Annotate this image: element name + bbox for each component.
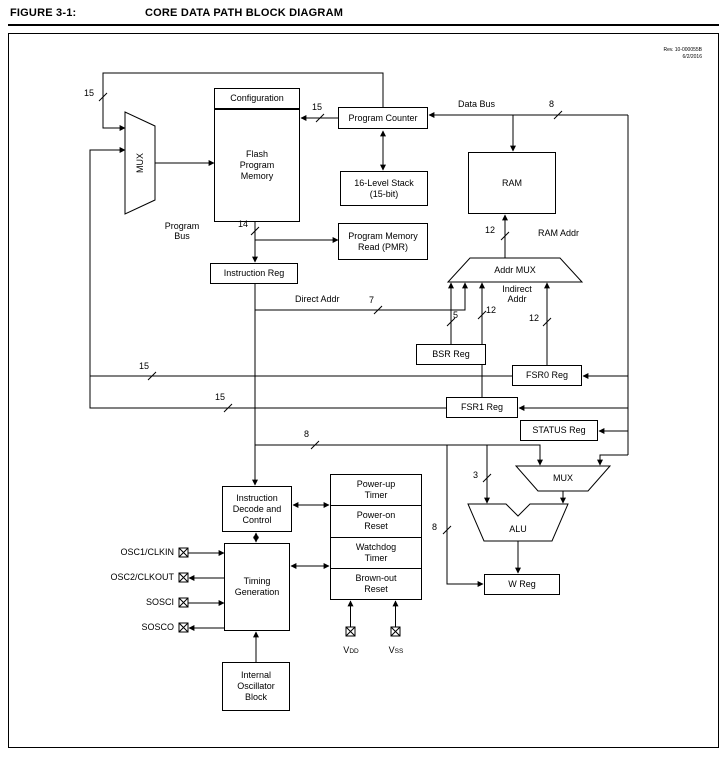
pin-vss-icon <box>390 626 401 637</box>
indirect-addr-label: Indirect Addr <box>502 284 532 304</box>
revision-date: 6/2/2016 <box>682 53 702 60</box>
w-reg-block: W Reg <box>484 574 560 595</box>
bus-width-bsr: 5 <box>453 310 459 320</box>
bus-width-data-bus: 8 <box>549 99 555 109</box>
pin-sosci-icon <box>178 597 189 608</box>
bus-width-ram-addr: 12 <box>485 225 496 235</box>
header-rule <box>8 24 719 26</box>
bus-width-slashes <box>98 92 563 535</box>
figure-title: CORE DATA PATH BLOCK DIAGRAM <box>145 7 344 19</box>
bus-width-direct: 7 <box>369 295 375 305</box>
pin-symbols <box>178 547 401 637</box>
bus-width-alu-bus: 8 <box>304 429 310 439</box>
mux-right-shape <box>514 465 612 492</box>
addr-mux-shape <box>446 257 584 283</box>
program-counter-block: Program Counter <box>338 107 428 129</box>
sosco-pin-label: SOSCO <box>141 622 174 632</box>
flash-program-memory-block: Flash Program Memory <box>214 109 300 222</box>
power-reset-block: Power-up Timer Power-on Reset Watchdog T… <box>330 474 422 600</box>
revision-note: Rev. 10-000055B 6/2/2016 <box>590 47 702 60</box>
vss-pin-label: VSS <box>388 645 404 655</box>
figure-label: FIGURE 3-1: <box>10 7 77 19</box>
bus-width-pc-flash: 15 <box>312 102 323 112</box>
brown-out-reset-cell: Brown-out Reset <box>355 572 397 594</box>
bus-width-pc-top: 15 <box>84 88 95 98</box>
osc2-pin-label: OSC2/CLKOUT <box>110 572 174 582</box>
program-bus-label: Program Bus <box>164 221 200 241</box>
pin-sosco-icon <box>178 622 189 633</box>
bus-width-fsr1-mux: 15 <box>215 392 226 402</box>
diagram-frame <box>8 33 719 748</box>
alu-label: ALU <box>509 524 527 534</box>
status-reg-block: STATUS Reg <box>520 420 598 441</box>
addr-mux-label: Addr MUX <box>494 265 536 275</box>
internal-oscillator-block: Internal Oscillator Block <box>222 662 290 711</box>
stack-block: 16-Level Stack (15-bit) <box>340 171 428 206</box>
pin-vdd-icon <box>345 626 356 637</box>
alu-shape <box>467 503 569 542</box>
timing-generation-block: Timing Generation <box>224 543 290 631</box>
bus-width-indirect-fsr0: 12 <box>529 313 540 323</box>
power-on-reset-cell: Power-on Reset <box>331 506 421 538</box>
ram-addr-label: RAM Addr <box>538 228 580 238</box>
bus-width-status-alu: 3 <box>473 470 479 480</box>
pin-osc2-icon <box>178 572 189 583</box>
bus-width-program-bus: 14 <box>238 219 249 229</box>
sosci-pin-label: SOSCI <box>145 597 174 607</box>
watchdog-timer-cell: Watchdog Timer <box>331 538 421 569</box>
power-up-timer-cell: Power-up Timer <box>331 475 421 507</box>
instruction-decode-block: Instruction Decode and Control <box>222 486 292 532</box>
mux-left-shape <box>124 111 156 215</box>
pin-osc1-icon <box>178 547 189 558</box>
connector-lines <box>89 72 629 662</box>
vdd-pin-label: VDD <box>343 645 359 655</box>
direct-addr-label: Direct Addr <box>295 294 340 304</box>
configuration-block: Configuration <box>214 88 300 109</box>
mux-alu-shapes <box>124 111 612 542</box>
mux-left-label: MUX <box>135 153 145 173</box>
mux-right-label: MUX <box>553 473 573 483</box>
osc1-pin-label: OSC1/CLKIN <box>120 547 174 557</box>
bus-width-w-bus: 8 <box>432 522 438 532</box>
bus-width-fsr0-mux: 15 <box>139 361 150 371</box>
fsr1-reg-block: FSR1 Reg <box>446 397 518 418</box>
bus-width-indirect-fsr1: 12 <box>486 305 497 315</box>
pmr-block: Program Memory Read (PMR) <box>338 223 428 260</box>
instruction-reg-block: Instruction Reg <box>210 263 298 284</box>
bsr-reg-block: BSR Reg <box>416 344 486 365</box>
fsr0-reg-block: FSR0 Reg <box>512 365 582 386</box>
ram-block: RAM <box>468 152 556 214</box>
data-bus-label: Data Bus <box>458 99 496 109</box>
revision-number: Rev. 10-000055B <box>663 47 702 53</box>
